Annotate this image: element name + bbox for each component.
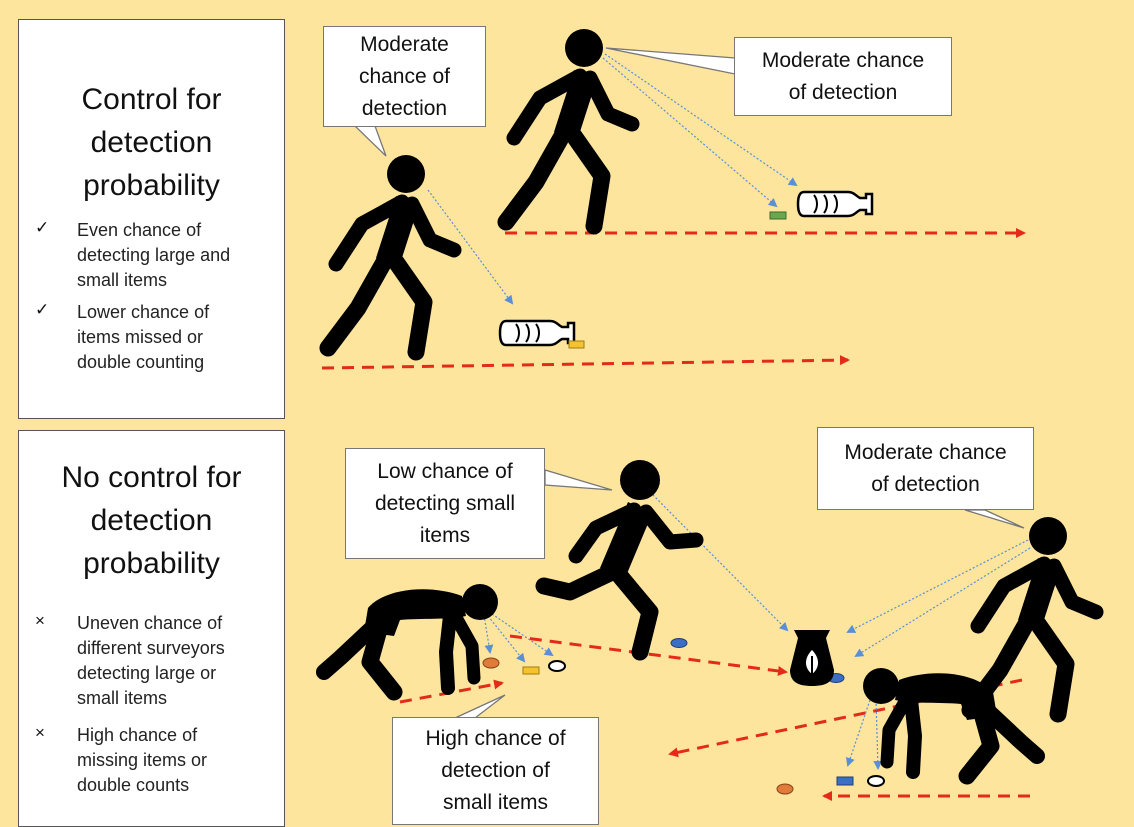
plastic-bottle-icon xyxy=(498,319,576,347)
plastic-bottle-icon xyxy=(796,190,874,218)
sight-line xyxy=(873,699,883,770)
callout-moderate-top-right: Moderate chance of detection xyxy=(734,37,952,116)
callout-tail xyxy=(544,469,613,491)
sight-line xyxy=(649,491,789,632)
callout-moderate-top-left: Moderate chance of detection xyxy=(323,26,486,127)
sight-line xyxy=(483,614,494,654)
small-item-white xyxy=(548,660,566,672)
panel-title: Control for detection probability xyxy=(81,83,222,202)
bullet-text: High chance of missing items or double c… xyxy=(77,725,208,795)
sight-line xyxy=(487,615,526,663)
litter-bag-icon xyxy=(790,630,834,686)
callout-text: Low chance of detecting small items xyxy=(374,459,516,547)
check-icon: ✓ xyxy=(35,300,50,319)
sight-line xyxy=(845,699,871,767)
cross-icon: × xyxy=(35,723,45,742)
bullet-text: Uneven chance of different surveyors det… xyxy=(77,613,225,708)
small-item-blue xyxy=(836,776,854,786)
cross-icon: × xyxy=(35,611,45,630)
sight-line xyxy=(427,189,514,305)
small-item-orange xyxy=(776,783,794,795)
callout-moderate-bottom: Moderate chance of detection xyxy=(817,427,1034,510)
walking-person-icon xyxy=(970,517,1096,714)
small-item-yellow xyxy=(522,666,540,675)
small-item-white xyxy=(867,775,885,787)
transect-arrow xyxy=(509,634,788,676)
sight-line xyxy=(854,547,1031,658)
check-icon: ✓ xyxy=(35,218,50,237)
small-item-yellow xyxy=(568,340,585,349)
walking-person-icon xyxy=(506,29,632,226)
walking-person-icon xyxy=(328,155,454,352)
small-item-orange xyxy=(482,657,500,669)
bullet-text: Lower chance of items missed or double c… xyxy=(77,302,210,372)
callout-text: High chance of detection of small items xyxy=(425,727,566,814)
sight-line xyxy=(602,57,778,208)
crouching-person-icon xyxy=(324,584,498,692)
callout-high-chance: High chance of detection of small items xyxy=(392,717,599,825)
callout-tail xyxy=(454,694,506,719)
callout-text: Moderate chance of detection xyxy=(761,48,925,104)
sight-line xyxy=(491,613,554,657)
panel-with-control: Control for detection probability ✓ Even… xyxy=(18,19,285,419)
crouching-person-icon xyxy=(863,668,1037,776)
running-person-icon xyxy=(544,460,696,652)
callout-tail xyxy=(605,47,736,75)
panel-title: No control for detection probability xyxy=(61,461,242,580)
small-item-blue xyxy=(670,638,688,648)
callout-tail xyxy=(353,125,387,157)
sight-line xyxy=(604,53,798,187)
small-item-green xyxy=(769,211,787,220)
panel-without-control: No control for detection probability × U… xyxy=(18,430,285,827)
sight-line xyxy=(846,539,1029,633)
callout-low-chance: Low chance of detecting small items xyxy=(345,448,545,559)
transect-arrow xyxy=(321,355,850,370)
callout-text: Moderate chance of detection xyxy=(358,32,451,120)
callout-text: Moderate chance of detection xyxy=(844,440,1007,496)
bullet-text: Even chance of detecting large and small… xyxy=(77,220,231,290)
callout-tail xyxy=(964,509,1025,529)
